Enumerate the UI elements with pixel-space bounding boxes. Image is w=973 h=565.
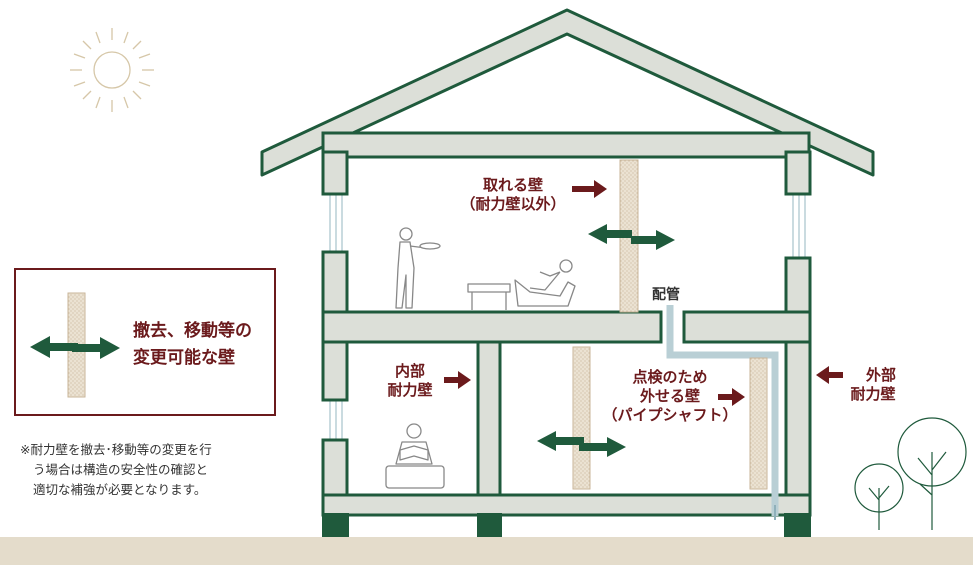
right-arrow-icon — [444, 371, 471, 389]
outer-wall-label: 外部 耐力壁 — [833, 366, 913, 404]
inspection-wall-label-line1: 点検のため — [632, 368, 708, 386]
sun-icon — [70, 28, 154, 112]
window-left-upper — [329, 195, 343, 252]
outer-wall-label-line1: 外部 — [865, 366, 896, 384]
double-arrow-icon — [537, 431, 626, 457]
roof — [260, 8, 875, 177]
exterior-wall-right — [784, 256, 812, 514]
double-arrow-icon — [588, 224, 675, 250]
removable-wall-label: 取れる壁 （耐力壁以外） — [454, 176, 572, 214]
inspection-wall — [749, 357, 768, 490]
inspection-wall-label-line2: 外せる壁 — [639, 387, 700, 405]
removable-wall-label-line1: 取れる壁 — [482, 176, 543, 194]
person-reading-icon — [385, 423, 445, 489]
window-right-upper — [792, 195, 806, 258]
legend-line-2: 変更可能な壁 — [133, 348, 235, 368]
outer-wall-label-line2: 耐力壁 — [850, 385, 896, 403]
exterior-wall-right-upper — [784, 150, 812, 196]
inner-bearing-wall — [476, 340, 502, 514]
inspection-wall-label: 点検のため 外せる壁 （パイプシャフト） — [600, 368, 740, 425]
legend-line-1: 撤去、移動等の — [133, 321, 252, 341]
person-reclining-icon — [467, 259, 576, 310]
footing-right — [784, 513, 811, 537]
ground — [0, 537, 973, 565]
legend-box — [14, 268, 276, 416]
note-line-2: う場合は構造の安全性の確認と — [33, 462, 209, 477]
inner-wall-label: 内部 耐力壁 — [376, 362, 444, 400]
exterior-wall-left-upper — [321, 150, 349, 196]
floor-slab-right — [682, 310, 812, 344]
inner-wall-label-line2: 耐力壁 — [387, 381, 433, 399]
right-arrow-icon — [572, 180, 607, 198]
left-arrow-icon — [816, 366, 843, 384]
structural-note: ※耐力壁を撤去･移動等の変更を行 う場合は構造の安全性の確認と 適切な補強が必要… — [20, 440, 212, 500]
pipe-label: 配管 — [652, 287, 680, 303]
inner-wall-label-line1: 内部 — [394, 362, 425, 380]
note-line-1: ※耐力壁を撤去･移動等の変更を行 — [20, 442, 212, 457]
person-carrying-icon — [395, 227, 441, 309]
floor-slab-left — [321, 310, 663, 344]
legend-text: 撤去、移動等の 変更可能な壁 — [133, 318, 252, 372]
footing-left — [322, 513, 349, 537]
right-arrow-icon — [718, 388, 745, 406]
pipe — [666, 305, 779, 516]
removable-wall-label-line2: （耐力壁以外） — [460, 195, 566, 213]
window-left-lower — [329, 400, 343, 440]
inspection-wall-label-line3: （パイプシャフト） — [602, 406, 738, 424]
footing-center — [477, 513, 502, 537]
double-arrow-icon — [30, 336, 120, 359]
foundation-beam — [321, 493, 812, 517]
note-line-3: 適切な補強が必要となります。 — [33, 482, 207, 497]
tree-icon — [854, 417, 967, 530]
removable-wall-lower — [572, 346, 591, 490]
